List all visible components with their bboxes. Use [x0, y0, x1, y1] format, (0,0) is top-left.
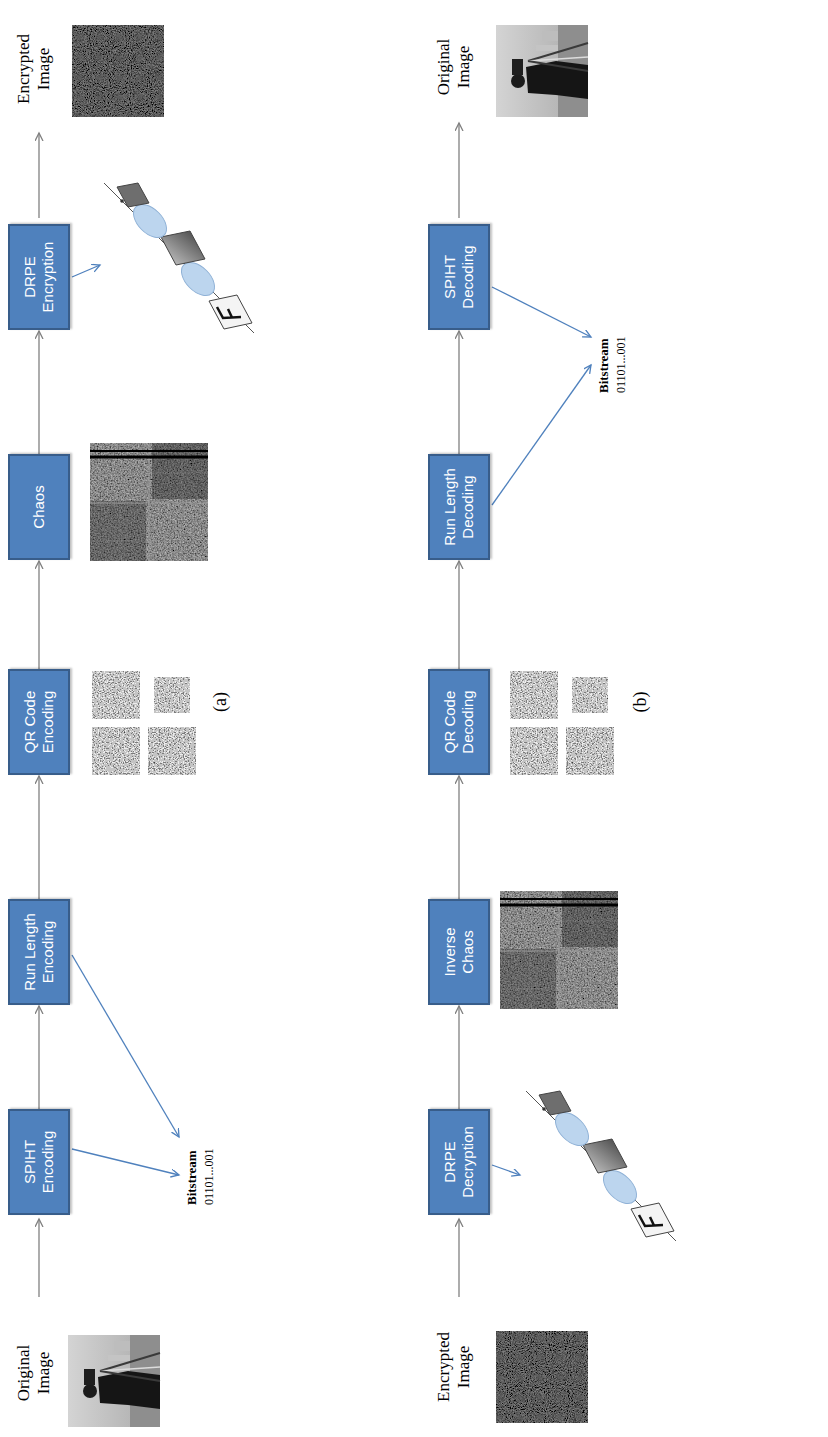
bitstream-code: 01101...001 — [202, 1115, 216, 1205]
flow-arrow — [38, 331, 39, 454]
box-label: SPIHT Decoding — [441, 233, 477, 321]
process-box: DRPE Encryption — [8, 224, 70, 330]
panel-tag: (a) — [210, 687, 232, 717]
process-box: Inverse Chaos — [428, 899, 490, 1005]
original-image-photo — [68, 1335, 160, 1427]
process-box: QR Code Encoding — [8, 669, 70, 775]
figure-arrow — [72, 265, 100, 277]
flow-arrow — [38, 561, 39, 669]
box-text: Chaos — [30, 485, 48, 528]
flow-arrow — [38, 1006, 39, 1109]
box-label: Inverse Chaos — [441, 908, 477, 996]
encrypted-image-noise — [496, 1331, 588, 1423]
box-text: QR Code Encoding — [21, 678, 57, 766]
inverse-chaos-image — [500, 891, 618, 1009]
flow-arrow — [458, 561, 459, 669]
process-box: Chaos — [8, 454, 70, 560]
figure-arrow — [492, 1165, 520, 1175]
qr-code-images — [92, 671, 196, 775]
process-box: SPIHT Encoding — [8, 1109, 70, 1215]
process-box: Run Length Encoding — [8, 899, 70, 1005]
flow-arrow — [458, 331, 459, 454]
box-text: Inverse Chaos — [441, 908, 477, 996]
flow-arrow — [38, 776, 39, 899]
panel-tag: (b) — [630, 687, 652, 717]
image-caption: Original Image — [14, 1331, 55, 1415]
box-label: DRPE Decryption — [441, 1118, 477, 1206]
output-arrow — [458, 123, 459, 218]
process-box: QR Code Decoding — [428, 669, 490, 775]
encrypted-image-noise — [72, 25, 164, 117]
bitstream-arrow — [492, 287, 591, 337]
box-text: SPIHT Decoding — [441, 233, 477, 321]
image-caption: Encrypted Image — [14, 19, 55, 119]
box-label: DRPE Encryption — [21, 233, 57, 321]
box-text: SPIHT Encoding — [21, 1118, 57, 1206]
drpe-optical-setup — [526, 1091, 676, 1241]
original-image-photo — [496, 25, 588, 117]
bitstream-title: Bitstream — [596, 303, 612, 393]
image-caption: Original Image — [434, 25, 475, 109]
drpe-optical-setup — [104, 183, 254, 333]
output-arrow — [38, 133, 39, 218]
qr-code-images — [510, 671, 614, 775]
bitstream-arrow — [72, 1149, 179, 1175]
bitstream-arrow — [72, 955, 179, 1137]
process-box: SPIHT Decoding — [428, 224, 490, 330]
box-label: QR Code Encoding — [21, 678, 57, 766]
box-text: DRPE Decryption — [441, 1118, 477, 1206]
box-label: Run Length Encoding — [21, 908, 57, 996]
image-caption: Encrypted Image — [434, 1317, 475, 1417]
box-text: QR Code Decoding — [441, 678, 477, 766]
box-text: Run Length Encoding — [21, 908, 57, 996]
bitstream-code: 01101...001 — [614, 303, 628, 393]
flow-arrow — [458, 1006, 459, 1109]
box-label: Run Length Decoding — [441, 463, 477, 551]
process-box: Run Length Decoding — [428, 454, 490, 560]
box-label: SPIHT Encoding — [21, 1118, 57, 1206]
process-box: DRPE Decryption — [428, 1109, 490, 1215]
bitstream-title: Bitstream — [184, 1115, 200, 1205]
box-label: QR Code Decoding — [441, 678, 477, 766]
box-text: DRPE Encryption — [21, 233, 57, 321]
bitstream-arrow — [492, 365, 591, 505]
chaos-scrambled-image — [90, 443, 208, 561]
input-arrow — [38, 1219, 39, 1297]
box-text: Run Length Decoding — [441, 463, 477, 551]
input-arrow — [458, 1219, 459, 1297]
flow-arrow — [458, 776, 459, 899]
box-label: Chaos — [30, 485, 48, 528]
